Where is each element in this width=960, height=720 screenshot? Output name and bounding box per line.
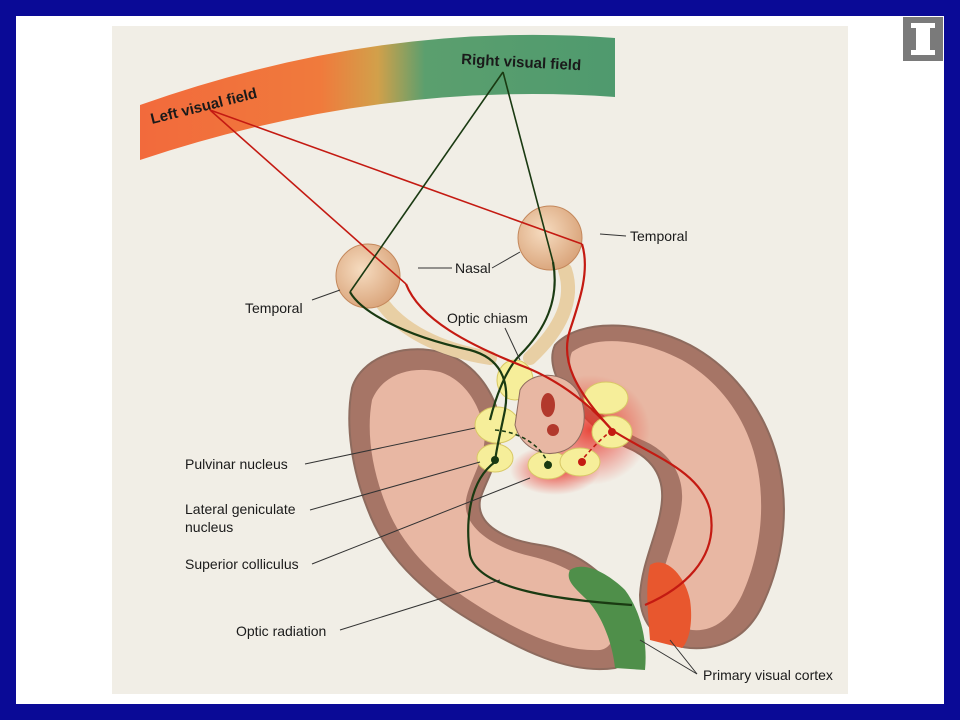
right-field-pathway bbox=[349, 291, 633, 607]
right-optic-nerve bbox=[523, 263, 576, 365]
primary-visual-cortex-label: Primary visual cortex bbox=[703, 667, 833, 683]
temporal-left-label: Temporal bbox=[245, 300, 303, 316]
visual-pathway-diagram: Left visual field Right visual field Tem… bbox=[140, 34, 833, 683]
left-optic-nerve bbox=[373, 293, 497, 365]
left-field-crossing bbox=[404, 283, 613, 431]
field-projection-lines bbox=[209, 71, 583, 293]
nasal-label: Nasal bbox=[455, 260, 491, 276]
right-visual-field-label: Right visual field bbox=[461, 51, 582, 74]
synapse-dots bbox=[491, 428, 616, 469]
left-pulvinar bbox=[474, 406, 520, 444]
visual-field-arc bbox=[140, 34, 615, 160]
lateral-geniculate-label-line1: Lateral geniculate bbox=[185, 501, 296, 517]
left-hemisphere-inner bbox=[369, 369, 616, 651]
logo bbox=[903, 17, 943, 61]
temporal-right-label: Temporal bbox=[630, 228, 688, 244]
right-field-crossing bbox=[488, 261, 556, 421]
lateral-geniculate-label-line2: nucleus bbox=[185, 519, 233, 535]
optic-chiasm-label: Optic chiasm bbox=[447, 310, 528, 326]
right-eye bbox=[517, 205, 583, 271]
superior-colliculus-label: Superior colliculus bbox=[185, 556, 299, 572]
leader-lines bbox=[304, 233, 698, 675]
aqueduct bbox=[541, 393, 555, 417]
left-eye bbox=[335, 243, 401, 309]
visual-pathway-figure: Left visual field Right visual field Tem… bbox=[112, 26, 848, 694]
aqueduct-2 bbox=[547, 424, 559, 436]
left-field-temporal bbox=[565, 243, 713, 607]
pulvinar-nucleus-label: Pulvinar nucleus bbox=[185, 456, 288, 472]
right-field-colliculus-branch bbox=[494, 429, 549, 464]
right-pulvinar bbox=[583, 381, 629, 415]
left-visual-cortex bbox=[568, 566, 646, 670]
optic-radiation-label: Optic radiation bbox=[236, 623, 326, 639]
column-icon bbox=[911, 23, 935, 55]
